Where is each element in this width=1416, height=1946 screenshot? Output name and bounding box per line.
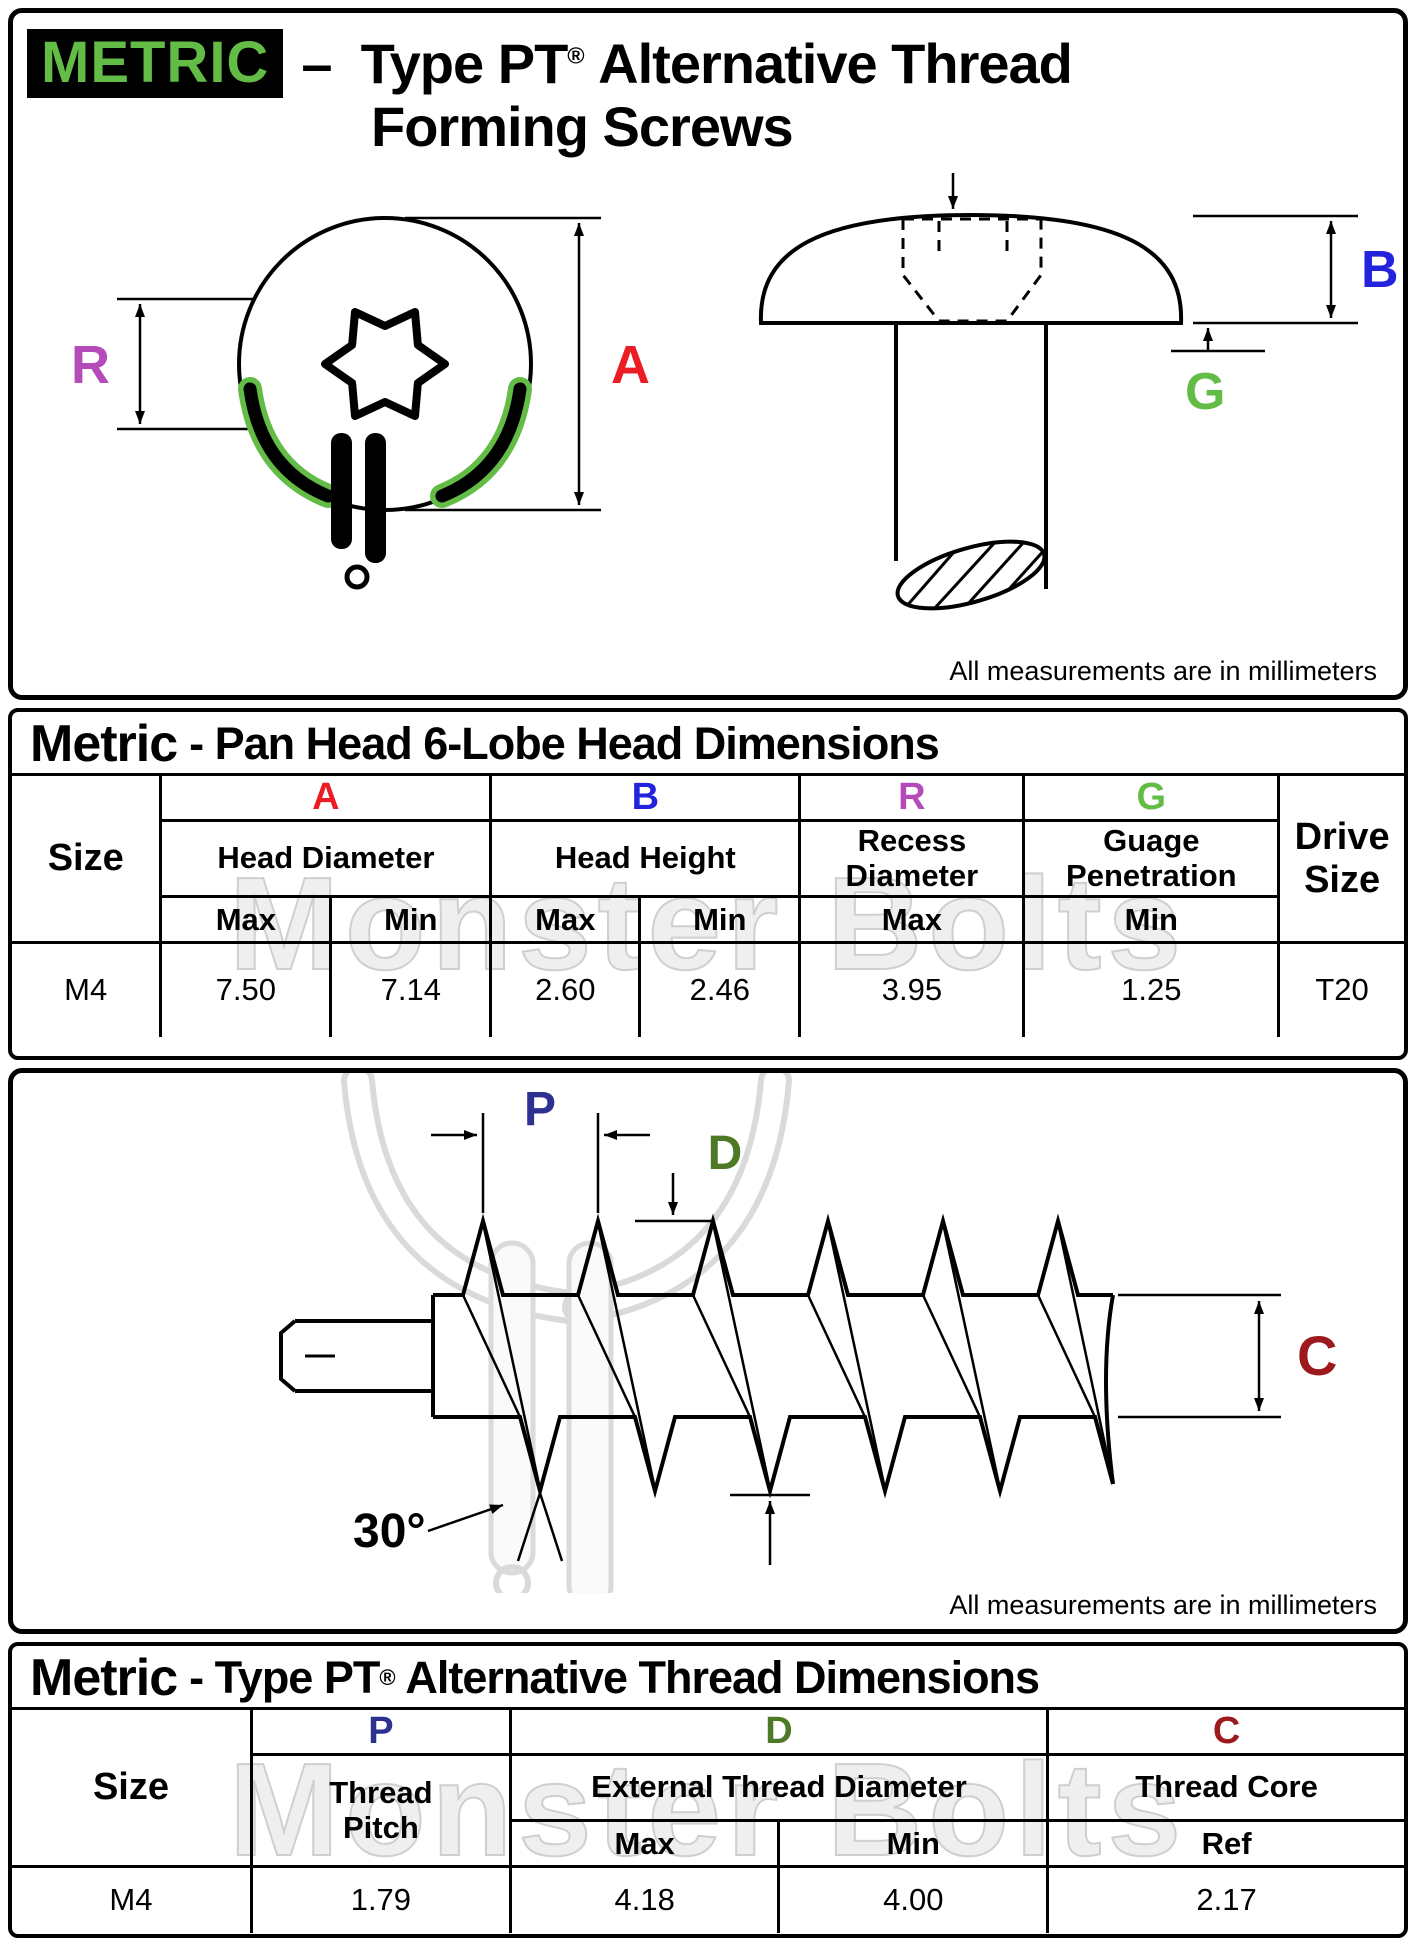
thread-dimensions-table: Size P D C Thread Pitch External Thread … <box>12 1708 1404 1934</box>
col-letter-b: B <box>489 774 802 822</box>
group-thread-pitch: Thread Pitch <box>249 1753 512 1868</box>
cell-size: M4 <box>12 1865 253 1934</box>
thread-profile-diagram: P D C 30° <box>279 1073 1337 1593</box>
label-c: C <box>1297 1324 1337 1387</box>
col-letter-c: C <box>1046 1708 1404 1756</box>
sub-a-min: Min <box>329 895 493 944</box>
cell-a-max: 7.50 <box>159 941 333 1038</box>
thread-helix-lines <box>305 1222 1113 1490</box>
top-thread-outline <box>433 1213 1113 1297</box>
cell-b-max: 2.60 <box>489 941 642 1038</box>
dimension-p <box>431 1113 650 1213</box>
thread-dimensions-panel: Monster Bolts Metric - Type PT® Alternat… <box>8 1642 1408 1938</box>
six-lobe-recess <box>321 308 449 420</box>
col-header-size: Size <box>12 774 163 944</box>
sub-r-max: Max <box>798 895 1026 944</box>
sub-a-max: Max <box>159 895 333 944</box>
cell-a-min: 7.14 <box>329 941 493 1038</box>
dimension-d <box>635 1173 810 1565</box>
head-top-view: A R <box>71 216 650 590</box>
shank <box>894 323 1048 589</box>
dimension-b <box>1193 214 1358 325</box>
sub-b-max: Max <box>489 895 642 944</box>
dimension-c <box>1118 1293 1281 1419</box>
group-thread-core: Thread Core <box>1046 1753 1404 1822</box>
pilot-point <box>279 1319 433 1393</box>
cell-d-min: 4.00 <box>777 1865 1050 1934</box>
col-header-drive-size: Drive Size <box>1277 774 1404 944</box>
cell-d-max: 4.18 <box>508 1865 781 1934</box>
screw-thread-profile <box>279 1213 1115 1499</box>
break-end <box>1104 1294 1115 1485</box>
label-g: G <box>1185 363 1225 421</box>
sub-d-min: Min <box>777 1819 1050 1868</box>
measurements-note: All measurements are in millimeters <box>949 1590 1377 1620</box>
cell-size: M4 <box>12 941 163 1038</box>
col-letter-p: P <box>249 1708 512 1756</box>
group-head-diameter: Head Diameter <box>159 819 493 898</box>
label-r: R <box>71 335 110 395</box>
col-letter-d: D <box>508 1708 1050 1756</box>
cell-drive-size: T20 <box>1277 941 1404 1038</box>
label-d: D <box>708 1127 743 1180</box>
col-letter-g: G <box>1022 774 1281 822</box>
bottom-thread-outline <box>433 1415 1115 1499</box>
group-external-thread-diameter: External Thread Diameter <box>508 1753 1050 1822</box>
col-letter-r: R <box>798 774 1026 822</box>
group-guage-penetration: Guage Penetration <box>1022 819 1281 898</box>
table-row: M4 1.79 4.18 4.00 2.17 <box>12 1865 1404 1934</box>
title-text: – Type PT® Alternative Thread <box>301 31 1073 95</box>
shank-break-end <box>895 539 1047 611</box>
sub-g-min: Min <box>1022 895 1281 944</box>
head-dimensions-table: Size A B R G Drive Size Head Diameter He… <box>12 774 1404 1038</box>
label-b: B <box>1361 241 1399 299</box>
cell-g-min: 1.25 <box>1022 941 1281 1038</box>
logo-watermark <box>341 1073 792 1593</box>
sub-d-max: Max <box>508 1819 781 1868</box>
label-angle: 30° <box>353 1505 426 1558</box>
sub-b-min: Min <box>638 895 802 944</box>
thread-table-heading: Metric - Type PT® Alternative Thread Dim… <box>12 1646 1404 1710</box>
monsterbolts-logo <box>238 377 532 590</box>
dimension-g <box>1171 328 1265 353</box>
head-dimensions-panel: Monster Bolts Metric - Pan Head 6-Lobe H… <box>8 708 1408 1060</box>
group-recess-diameter: Recess Diameter <box>798 819 1026 898</box>
col-header-size: Size <box>12 1708 253 1868</box>
head-table-heading: Metric - Pan Head 6-Lobe Head Dimensions <box>12 712 1404 776</box>
label-a: A <box>611 335 650 395</box>
page-title: METRIC – Type PT® Alternative Thread <box>13 13 1403 98</box>
recess-hidden-lines <box>901 217 1043 323</box>
head-side-view: B G <box>758 173 1399 622</box>
cell-b-min: 2.46 <box>638 941 802 1038</box>
pan-head-profile <box>758 212 1184 325</box>
col-letter-a: A <box>159 774 493 822</box>
dimension-r <box>117 297 253 431</box>
label-p: P <box>524 1083 556 1136</box>
title-and-head-drawings-panel: METRIC – Type PT® Alternative Thread For… <box>8 8 1408 700</box>
metric-badge: METRIC <box>27 29 284 98</box>
head-views-diagram: A R <box>71 173 1399 622</box>
thread-drawing-panel: P D C 30° All measurements are in millim… <box>8 1068 1408 1634</box>
sub-c-ref: Ref <box>1046 1819 1404 1868</box>
title-line2: Forming Screws <box>371 94 794 158</box>
table-row: M4 7.50 7.14 2.60 2.46 3.95 1.25 T20 <box>12 941 1404 1038</box>
cell-thread-pitch: 1.79 <box>249 1865 512 1934</box>
measurements-note: All measurements are in millimeters <box>949 656 1377 686</box>
group-head-height: Head Height <box>489 819 802 898</box>
cell-c-ref: 2.17 <box>1046 1865 1404 1934</box>
flank-angle-annotation <box>427 1492 564 1562</box>
cell-r-max: 3.95 <box>798 941 1026 1038</box>
dimension-a <box>405 216 601 512</box>
